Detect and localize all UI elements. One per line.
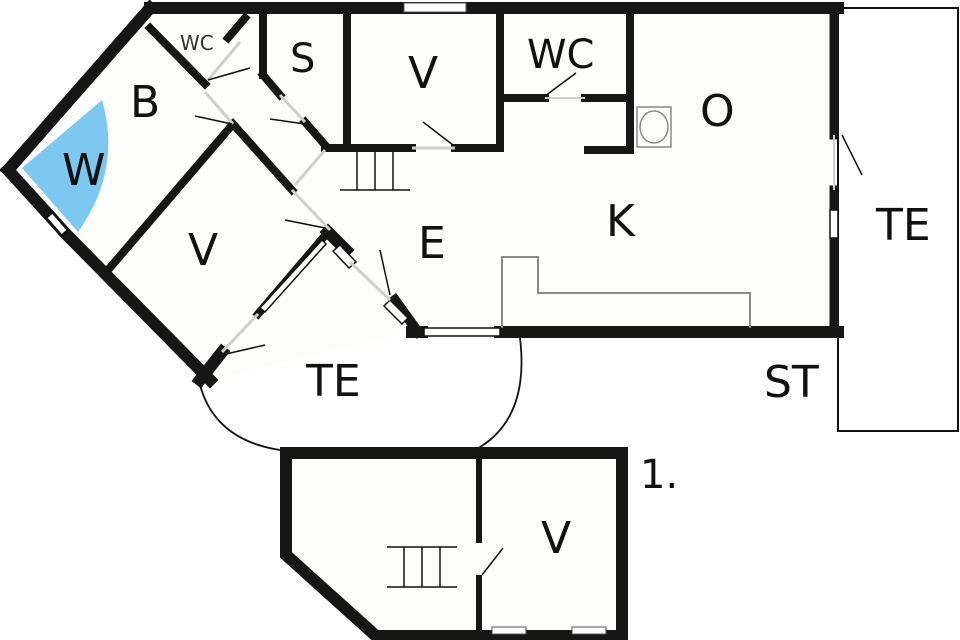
kitchen-counter bbox=[501, 256, 751, 328]
room-label-entrance: E bbox=[418, 218, 446, 269]
room-label-terrace-right: TE bbox=[875, 200, 931, 251]
stairs-main bbox=[340, 152, 410, 191]
window-entrance-2 bbox=[382, 298, 410, 326]
upper-floor-walls bbox=[280, 447, 628, 640]
room-label-bath: B bbox=[130, 77, 160, 128]
room-label-sauna: S bbox=[290, 36, 315, 82]
room-label-terrace-front: TE bbox=[305, 356, 361, 407]
storage-outline bbox=[837, 332, 958, 432]
window-v-left bbox=[258, 238, 328, 314]
fireplace-icon bbox=[636, 106, 672, 148]
interior-walls bbox=[102, 10, 634, 389]
room-label-washroom: W bbox=[62, 145, 106, 196]
room-label-kitchen: K bbox=[606, 196, 636, 247]
window-right bbox=[829, 209, 839, 239]
room-label-living: O bbox=[700, 86, 735, 137]
doors bbox=[194, 41, 863, 355]
window-top bbox=[403, 2, 467, 13]
terrace-front-arc bbox=[199, 384, 281, 451]
washroom-highlight bbox=[22, 100, 109, 232]
room-label-bedroom-top: V bbox=[408, 48, 438, 99]
window-kitchen-front bbox=[423, 327, 501, 337]
room-label-bedroom-upper: V bbox=[541, 513, 571, 564]
outer-walls bbox=[0, 0, 844, 389]
floor-number-label: 1. bbox=[640, 452, 678, 498]
stairs-upper bbox=[387, 546, 457, 588]
room-label-wc-main: WC bbox=[527, 32, 594, 78]
room-label-storage: ST bbox=[764, 357, 819, 408]
room-label-wc-small: WC bbox=[180, 31, 214, 55]
room-label-bedroom-left: V bbox=[188, 225, 218, 276]
